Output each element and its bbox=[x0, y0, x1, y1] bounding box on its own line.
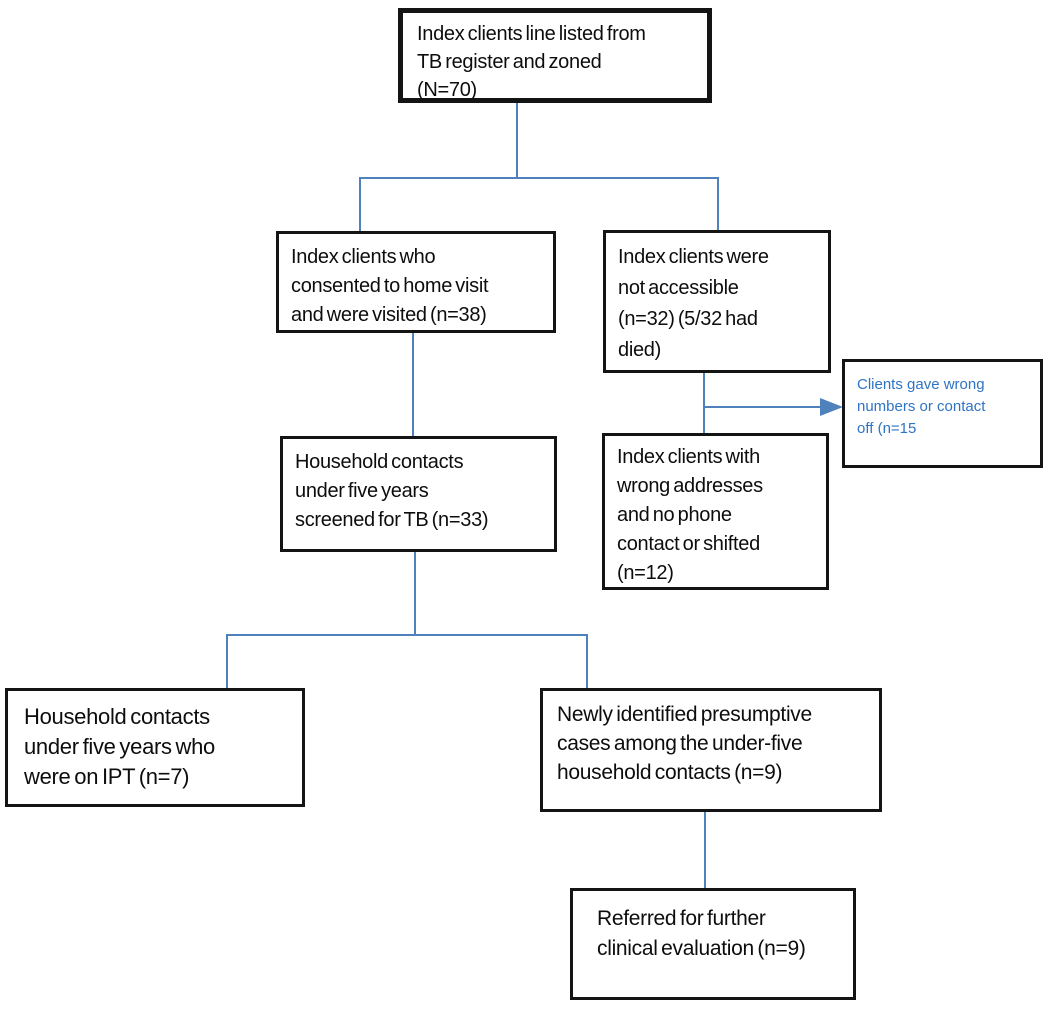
node-not-accessible: Index clients were not accessible (n=32)… bbox=[603, 230, 831, 373]
node-label: Index clients were not accessible (n=32)… bbox=[618, 246, 769, 361]
node-index-clients-line-listed: Index clients line listed from TB regist… bbox=[398, 8, 712, 103]
node-referred-evaluation: Referred for further clinical evaluation… bbox=[570, 888, 856, 1000]
node-presumptive-cases: Newly identified presumptive cases among… bbox=[540, 688, 882, 812]
connector-notaccessible-down bbox=[703, 373, 705, 434]
node-label: Household contacts under five years scre… bbox=[295, 451, 489, 531]
node-label: Index clients who consented to home visi… bbox=[291, 246, 489, 326]
connector-split-to-ipt bbox=[226, 634, 228, 689]
connector-presumptive-to-referred bbox=[704, 812, 706, 889]
node-household-contacts-screened: Household contacts under five years scre… bbox=[280, 436, 557, 552]
connector-bottom-split-horizontal bbox=[226, 634, 588, 636]
node-contacts-on-ipt: Household contacts under five years who … bbox=[5, 688, 305, 807]
connector-consented-to-screened bbox=[412, 333, 414, 437]
connector-split-to-consented bbox=[359, 177, 361, 233]
connector-top-split-horizontal bbox=[359, 177, 719, 179]
connector-split-to-not-accessible bbox=[717, 177, 719, 233]
node-wrong-numbers-callout: Clients gave wrong numbers or contact of… bbox=[842, 359, 1043, 468]
node-label: Index clients with wrong addresses and n… bbox=[617, 446, 763, 584]
connector-split-to-presumptive bbox=[586, 634, 588, 689]
connector-arrow-shaft bbox=[703, 406, 822, 408]
connector-screened-to-split bbox=[414, 552, 416, 636]
arrow-right-head-icon bbox=[820, 398, 843, 416]
node-consented-home-visit: Index clients who consented to home visi… bbox=[276, 231, 556, 333]
node-label: Clients gave wrong numbers or contact of… bbox=[857, 376, 986, 437]
node-label: Index clients line listed from TB regist… bbox=[417, 23, 646, 101]
node-label: Referred for further clinical evaluation… bbox=[597, 907, 806, 960]
connector-top-to-split bbox=[516, 103, 518, 179]
node-label: Household contacts under five years who … bbox=[24, 704, 215, 789]
node-wrong-addresses: Index clients with wrong addresses and n… bbox=[602, 433, 829, 590]
node-label: Newly identified presumptive cases among… bbox=[557, 703, 812, 784]
